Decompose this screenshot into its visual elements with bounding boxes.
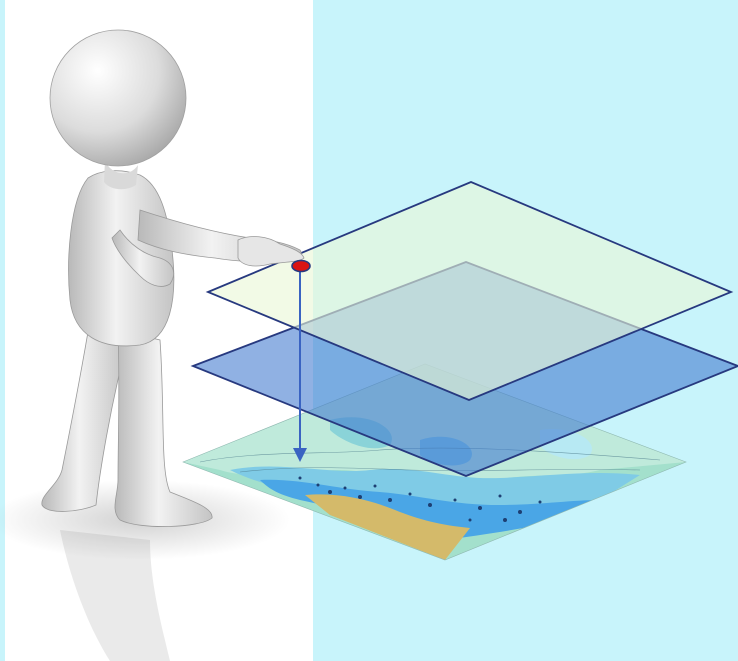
figure-reflection	[60, 530, 170, 661]
location-dot-icon	[291, 259, 311, 273]
3d-person-pointing-icon	[41, 29, 305, 527]
top-plane	[205, 181, 734, 401]
arrow-down-icon	[293, 448, 307, 462]
